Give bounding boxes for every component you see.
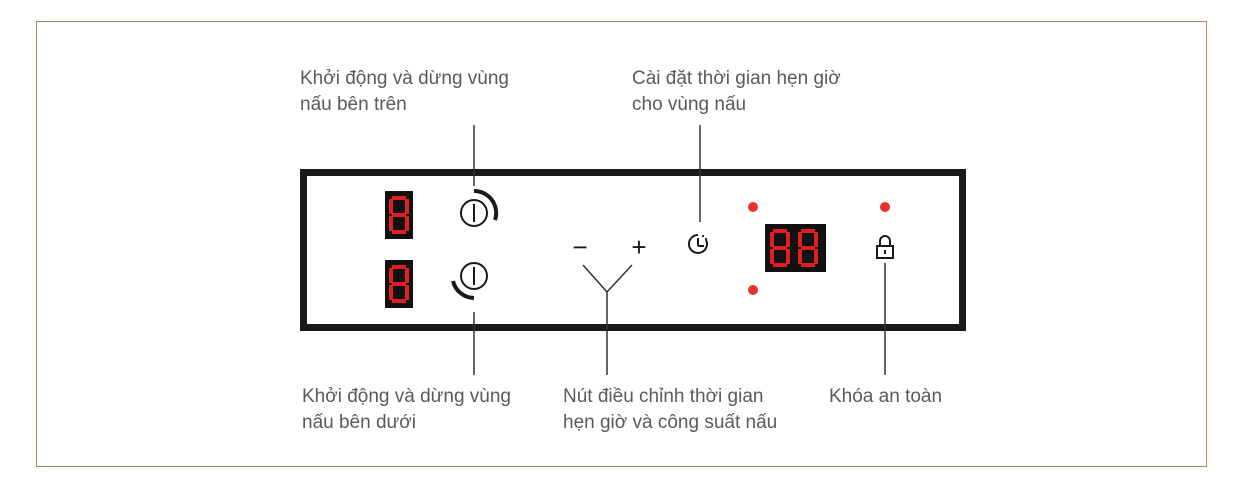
minus-symbol: −	[572, 232, 587, 262]
minus-button[interactable]: −	[572, 232, 587, 262]
label-line: Cài đặt thời gian hẹn giờ	[632, 68, 841, 89]
plus-symbol: +	[631, 232, 646, 262]
label-line: hẹn giờ và công suất nấu	[563, 412, 778, 433]
label-line: cho vùng nấu	[632, 94, 747, 115]
timer-clock-icon[interactable]	[687, 233, 709, 254]
label-line: Nút điều chỉnh thời gian	[563, 386, 764, 407]
adjust-connector	[582, 264, 633, 293]
label-bottom-zone-power: Khởi động và dừng vùng nấu bên dưới	[302, 384, 511, 436]
label-line: Khởi động và dừng vùng	[300, 68, 509, 89]
bottom-power-icon[interactable]	[451, 262, 488, 300]
indicator-dot-top	[748, 202, 758, 212]
top-power-icon[interactable]	[460, 188, 499, 227]
indicator-dot-bottom	[748, 285, 758, 295]
indicator-dot-lock	[880, 202, 890, 212]
label-line: nấu bên dưới	[302, 412, 416, 433]
label-timer-setting: Cài đặt thời gian hẹn giờ cho vùng nấu	[632, 66, 841, 118]
label-line: Khóa an toàn	[829, 386, 943, 407]
padlock-icon[interactable]	[876, 235, 894, 259]
label-line: Khởi động và dừng vùng	[302, 386, 511, 407]
label-safety-lock: Khóa an toàn	[829, 384, 942, 410]
plus-button[interactable]: +	[631, 232, 646, 262]
label-line: nấu bên trên	[300, 94, 407, 115]
top-zone-display	[385, 191, 413, 239]
label-top-zone-power: Khởi động và dừng vùng nấu bên trên	[300, 66, 509, 118]
diagram-frame	[36, 21, 1207, 467]
label-adjust-buttons: Nút điều chỉnh thời gian hẹn giờ và công…	[563, 384, 777, 436]
timer-display	[765, 224, 826, 272]
bottom-zone-display	[385, 260, 413, 308]
